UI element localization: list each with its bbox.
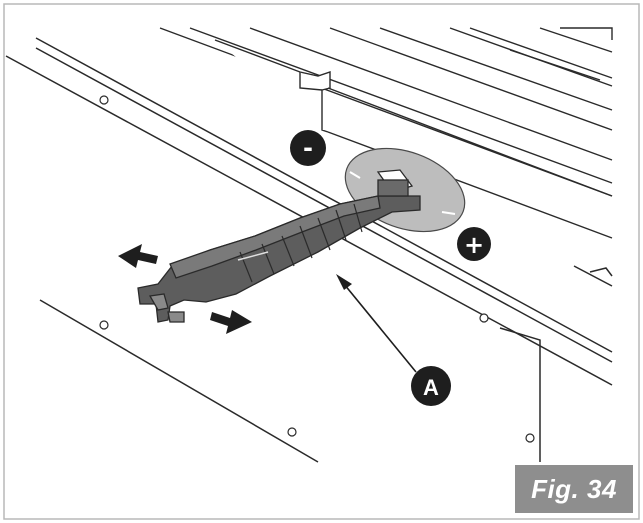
figure-label-box: Fig. 34 xyxy=(515,465,633,513)
plus-label: + xyxy=(464,231,484,259)
right-arrow-icon xyxy=(210,310,252,334)
leader-arrow xyxy=(336,274,417,373)
adjusting-strip xyxy=(137,169,421,323)
callout-a: A xyxy=(411,366,451,406)
dial-mark xyxy=(349,171,456,215)
screws xyxy=(99,95,535,443)
callout-label: A xyxy=(423,375,439,400)
diagram-frame xyxy=(3,3,640,520)
figure-label: Fig. 34 xyxy=(531,473,617,504)
top-bracket xyxy=(214,39,613,239)
strip-highlight xyxy=(237,251,269,261)
minus-label: - xyxy=(303,134,313,162)
plus-sign-icon: + xyxy=(457,227,491,261)
minus-sign-icon: - xyxy=(290,130,326,166)
left-arrow-icon xyxy=(118,244,158,268)
